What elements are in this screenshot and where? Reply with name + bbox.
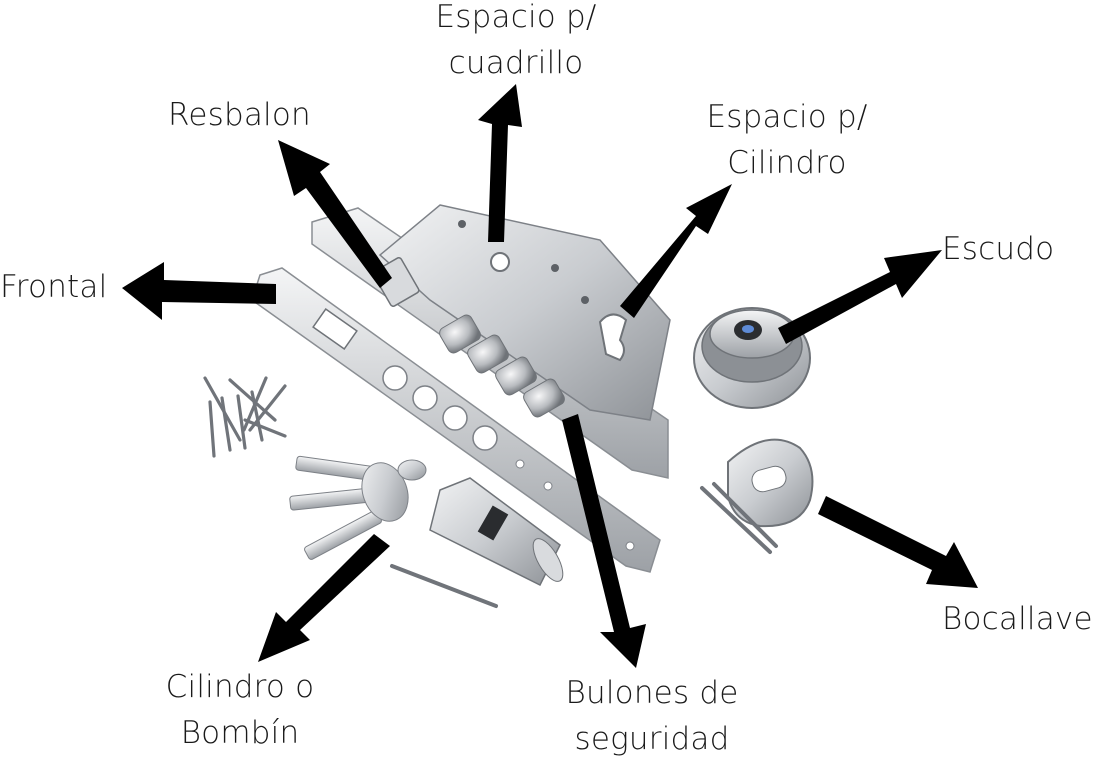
label-espacio-cuadrillo-line1: Espacio p/ xyxy=(435,0,597,35)
label-espacio-cilindro: Espacio p/ Cilindro xyxy=(694,94,880,186)
arrow-cilindro xyxy=(620,184,732,318)
label-bulones-line2: seguridad xyxy=(574,721,730,757)
label-espacio-cilindro-line2: Cilindro xyxy=(727,145,847,181)
screws xyxy=(203,376,287,458)
cylinder xyxy=(429,477,564,587)
arrow-bocallave xyxy=(818,496,978,588)
front-plate xyxy=(251,267,661,573)
arrow-resbalon xyxy=(278,140,392,288)
label-espacio-cuadrillo-line2: cuadrillo xyxy=(448,45,584,81)
label-cilindro-bombin: Cilindro o Bombín xyxy=(150,664,330,756)
arrow-cuadrillo xyxy=(478,84,522,242)
label-resbalon: Resbalon xyxy=(168,97,311,133)
arrow-bombin xyxy=(258,534,390,662)
security-bolts xyxy=(439,314,565,418)
arrow-bulones xyxy=(562,414,646,668)
label-bocallave: Bocallave xyxy=(942,601,1093,637)
long-screw xyxy=(390,564,498,608)
label-frontal: Frontal xyxy=(0,269,108,305)
label-cilindro-bombin-line1: Cilindro o xyxy=(165,669,315,705)
arrow-escudo xyxy=(778,250,942,344)
label-bulones: Bulones de seguridad xyxy=(548,670,756,762)
label-espacio-cuadrillo: Espacio p/ cuadrillo xyxy=(418,0,614,86)
label-cilindro-bombin-line2: Bombín xyxy=(180,715,300,751)
label-escudo: Escudo xyxy=(942,231,1055,267)
label-espacio-cilindro-line1: Espacio p/ xyxy=(706,99,868,135)
keys xyxy=(289,455,427,560)
keyhole-plate xyxy=(700,438,814,554)
arrows xyxy=(122,84,978,668)
label-bulones-line1: Bulones de xyxy=(565,675,739,711)
arrow-frontal xyxy=(122,262,276,320)
